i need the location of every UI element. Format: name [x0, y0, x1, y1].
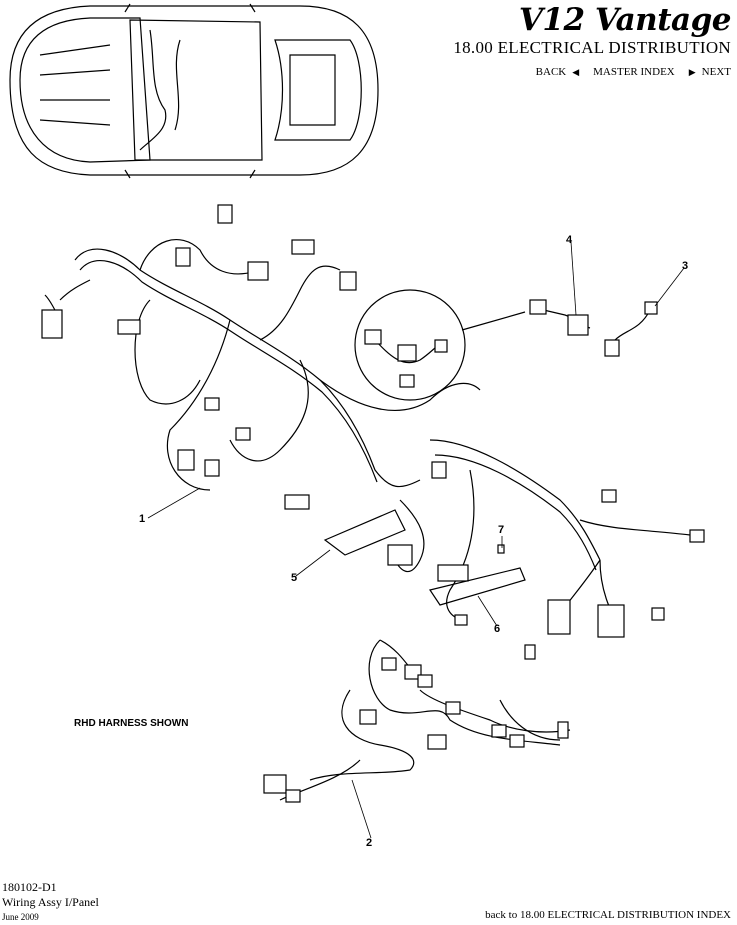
callout-4: 4: [566, 234, 573, 246]
navigation-bar: BACK ◀ MASTER INDEX ▶ NEXT: [536, 66, 731, 78]
brand-logo: V12 Vantage: [518, 2, 732, 38]
back-link[interactable]: BACK: [535, 66, 567, 78]
harness-2-body: [263, 639, 571, 803]
callout-1: 1: [139, 513, 146, 525]
master-index-link[interactable]: MASTER INDEX: [593, 66, 675, 78]
next-link[interactable]: NEXT: [701, 66, 731, 78]
back-arrow-icon: ◀: [572, 66, 580, 77]
bracket-5: [323, 509, 406, 556]
section-title: 18.00 ELECTRICAL DISTRIBUTION: [453, 38, 731, 57]
part-description: Wiring Assy I/Panel: [2, 895, 99, 909]
detail-magnifier: [354, 289, 526, 401]
item-3-connector: [604, 301, 658, 357]
harness-connectors: [41, 204, 705, 660]
harness-main-body: [44, 239, 691, 631]
part-code: 180102-D1: [2, 880, 57, 894]
callout-3: 3: [682, 260, 689, 272]
leader-lines: [147, 241, 685, 839]
bracket-6: [429, 567, 526, 606]
index-link[interactable]: back to 18.00 ELECTRICAL DISTRIBUTION IN…: [485, 909, 731, 921]
callout-7: 7: [498, 524, 505, 536]
car-top-view-icon: [9, 3, 379, 179]
next-arrow-icon: ▶: [688, 66, 696, 77]
callout-2: 2: [366, 837, 373, 849]
callout-5: 5: [291, 572, 298, 584]
publish-date: June 2009: [2, 912, 39, 922]
callout-6: 6: [494, 623, 501, 635]
item-4-connector: [529, 299, 591, 336]
rhd-harness-note: RHD HARNESS SHOWN: [74, 718, 189, 729]
